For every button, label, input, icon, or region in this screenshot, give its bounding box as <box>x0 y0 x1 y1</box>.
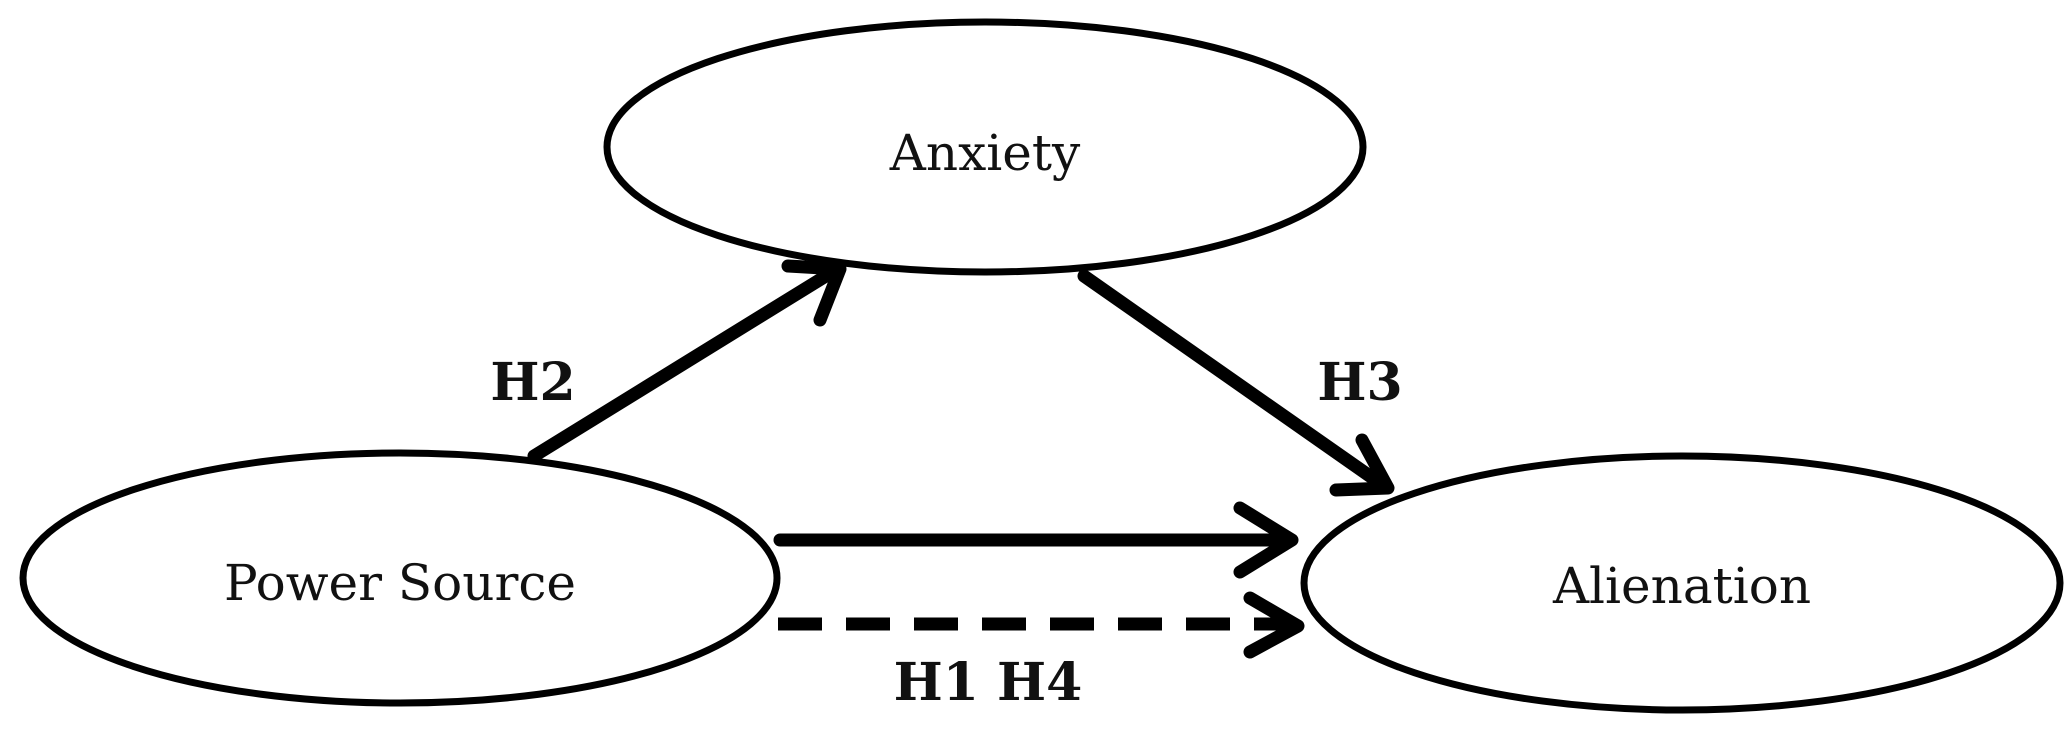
alienation-label: Alienation <box>1552 557 1811 615</box>
edge-direct-arrowhead <box>1233 501 1299 579</box>
edge-h2-label: H2 <box>490 352 575 413</box>
power-source-label: Power Source <box>224 554 576 612</box>
edge-h3-label: H3 <box>1317 352 1402 413</box>
edge-direct <box>773 501 1299 579</box>
edge-h3-arrowhead <box>1329 433 1395 497</box>
alienation-ellipse <box>1300 452 2064 714</box>
node-alienation: Alienation <box>1300 452 2064 714</box>
anxiety-label: Anxiety <box>889 124 1081 182</box>
edge-h2-line <box>527 264 841 463</box>
node-anxiety: Anxiety <box>603 18 1367 276</box>
edge-h3 <box>1077 269 1395 497</box>
edge-h1h4-label: H1 H4 <box>894 652 1083 713</box>
edge-h2 <box>527 259 847 463</box>
edge-h3-line <box>1077 269 1391 493</box>
power-source-ellipse <box>19 449 781 707</box>
edge-h1h4 <box>778 591 1305 659</box>
node-power-source: Power Source <box>19 449 781 707</box>
edge-h1h4-arrowhead <box>1243 591 1305 659</box>
edge-h2-arrowhead <box>781 259 847 327</box>
anxiety-ellipse <box>603 18 1367 276</box>
